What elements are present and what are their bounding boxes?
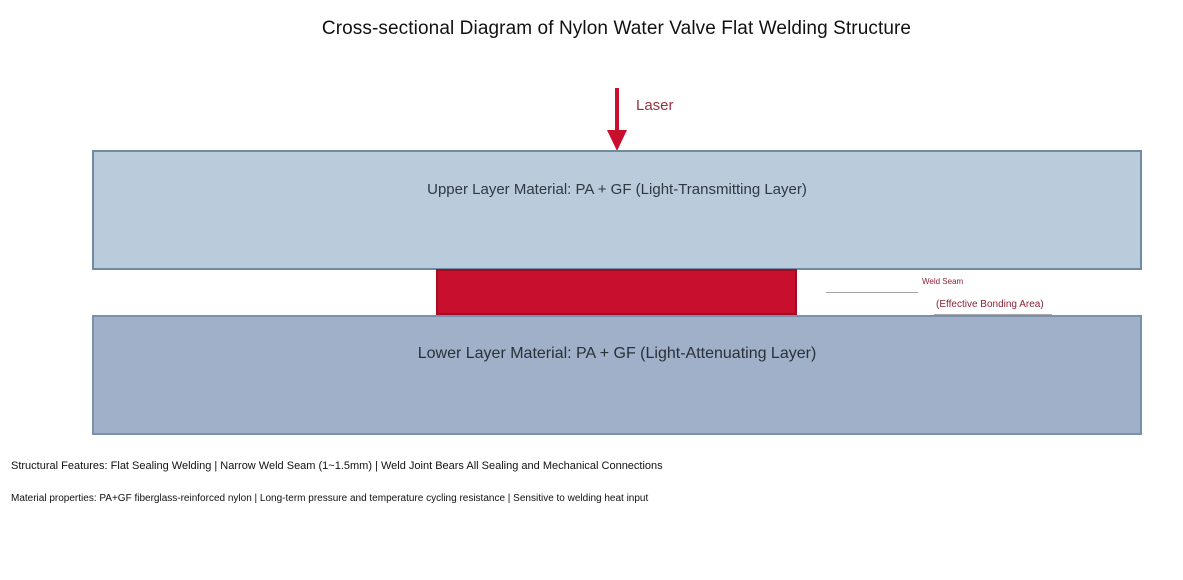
upper-layer: Upper Layer Material: PA + GF (Light-Tra… [92, 150, 1142, 270]
upper-layer-label: Upper Layer Material: PA + GF (Light-Tra… [427, 181, 807, 198]
material-properties-note: Material properties: PA+GF fiberglass-re… [11, 493, 649, 504]
diagram-title: Cross-sectional Diagram of Nylon Water V… [321, 18, 912, 39]
structural-features-note: Structural Features: Flat Sealing Weldin… [11, 460, 663, 472]
weld-seam-leader-line [826, 292, 918, 293]
down-arrow-icon [607, 88, 627, 151]
weld-seam-sublabel: (Effective Bonding Area) [936, 299, 1044, 310]
weld-seam [436, 269, 797, 315]
laser-arrow-icon [604, 88, 630, 152]
laser-label: Laser [636, 97, 674, 114]
lower-layer: Lower Layer Material: PA + GF (Light-Att… [92, 315, 1142, 435]
weld-seam-label: Weld Seam [922, 277, 964, 286]
weld-seam-underline [934, 314, 1052, 315]
lower-layer-label: Lower Layer Material: PA + GF (Light-Att… [417, 345, 817, 362]
